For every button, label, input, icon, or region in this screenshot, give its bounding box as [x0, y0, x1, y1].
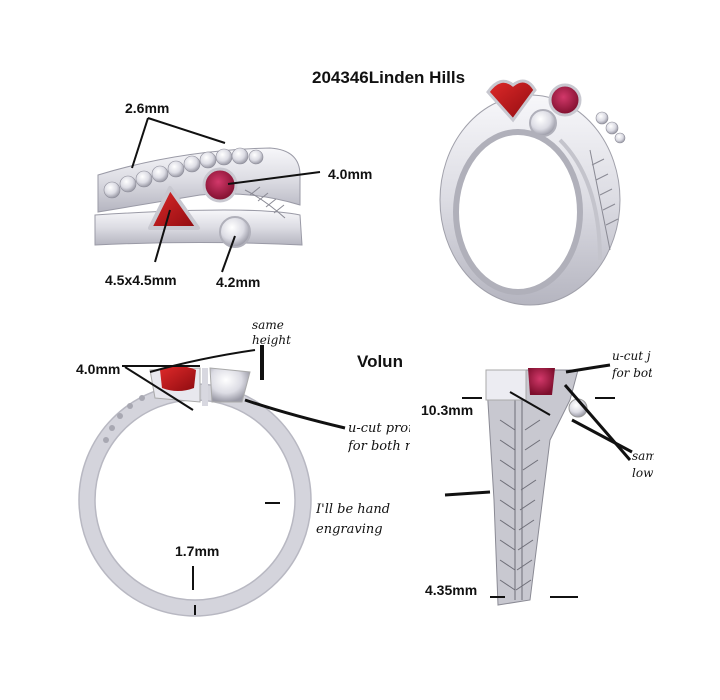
- head-height-label: 4.0mm: [76, 361, 121, 377]
- hand-engraving-note-line2: engraving: [316, 522, 383, 537]
- ucut-note-top-line2: for both: [612, 366, 652, 380]
- hand-engraving-note: I'll be hand engraving: [316, 500, 390, 540]
- shank-width-label: 1.7mm: [175, 543, 220, 559]
- round-diamond-size-label: 4.2mm: [216, 274, 261, 290]
- same-low-note-line2: low: [632, 466, 654, 480]
- ucut-note-top-line1: u-cut j: [612, 349, 651, 363]
- trillion-ruby-size-label: 4.5x4.5mm: [105, 272, 177, 288]
- round-ruby-size-label: 4.0mm: [328, 166, 373, 182]
- ucut-prong-note-line1: u-cut pron: [348, 421, 410, 436]
- top-width-label: 10.3mm: [421, 402, 474, 418]
- same-low-note: sam low: [632, 448, 654, 482]
- same-height-note-line2: height: [252, 333, 291, 347]
- ucut-note-top-view: u-cut j for both: [612, 348, 652, 382]
- ucut-prong-note-line2: for both rou: [348, 439, 410, 454]
- same-height-note-line1: same: [252, 318, 284, 332]
- bottom-width-label: 4.35mm: [425, 582, 478, 598]
- pave-diamond-size-label: 2.6mm: [125, 100, 170, 116]
- ucut-prong-note: u-cut pron for both rou: [348, 420, 410, 456]
- design-title: 204346Linden Hills: [312, 68, 466, 87]
- volume-section-label: Volun: [357, 352, 403, 371]
- hand-engraving-note-line1: I'll be hand: [316, 502, 391, 517]
- same-low-note-line1: sam: [632, 449, 654, 463]
- same-height-note: same height: [252, 318, 291, 348]
